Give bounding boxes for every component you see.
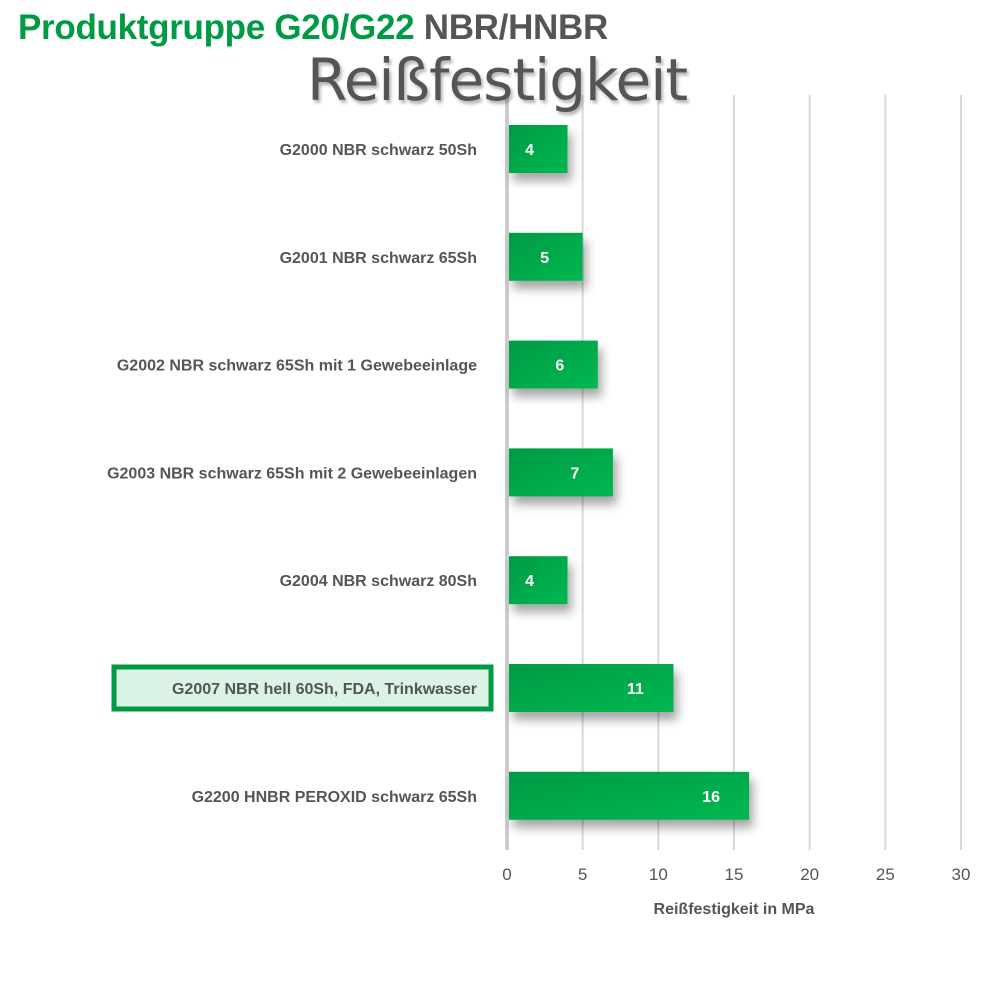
bar xyxy=(509,232,583,281)
category-label: G2007 NBR hell 60Sh, FDA, Trinkwasser xyxy=(172,681,477,698)
data-label: 16 xyxy=(702,789,720,806)
x-tick-label: 10 xyxy=(649,865,668,884)
x-tick-label: 0 xyxy=(502,865,511,884)
x-tick-label: 25 xyxy=(876,865,895,884)
bar xyxy=(509,340,598,389)
highlight-box xyxy=(111,664,494,712)
data-label: 4 xyxy=(525,142,534,159)
category-label: G2002 NBR schwarz 65Sh mit 1 Gewebeeinla… xyxy=(117,358,477,375)
data-label: 5 xyxy=(540,250,549,267)
category-label: G2000 NBR schwarz 50Sh xyxy=(280,142,477,159)
x-tick-label: 5 xyxy=(578,865,587,884)
bar xyxy=(509,556,568,605)
data-label: 4 xyxy=(525,573,534,590)
x-tick-label: 30 xyxy=(952,865,971,884)
category-label: G2004 NBR schwarz 80Sh xyxy=(280,573,477,590)
data-label: 11 xyxy=(627,681,644,698)
bar xyxy=(509,125,568,173)
bar xyxy=(509,664,674,712)
category-label: G2003 NBR schwarz 65Sh mit 2 Gewebeeinla… xyxy=(107,465,477,482)
category-label: G2001 NBR schwarz 65Sh xyxy=(280,250,477,267)
x-tick-label: 15 xyxy=(725,865,744,884)
data-label: 7 xyxy=(570,465,579,482)
x-tick-label: 20 xyxy=(800,865,819,884)
bar xyxy=(509,448,613,497)
chart-subtitle: Reißfestigkeit xyxy=(307,46,688,114)
title-gray: NBR/HNBR xyxy=(423,8,609,47)
title-green: Produktgruppe G20/G22 xyxy=(18,8,415,47)
bar xyxy=(509,771,750,820)
x-axis-title: Reißfestigkeit in MPa xyxy=(654,901,815,918)
chart-title: Produktgruppe G20/G22 NBR/HNBR xyxy=(18,8,608,48)
data-label: 6 xyxy=(555,358,564,375)
category-label: G2200 HNBR PEROXID schwarz 65Sh xyxy=(192,789,477,806)
